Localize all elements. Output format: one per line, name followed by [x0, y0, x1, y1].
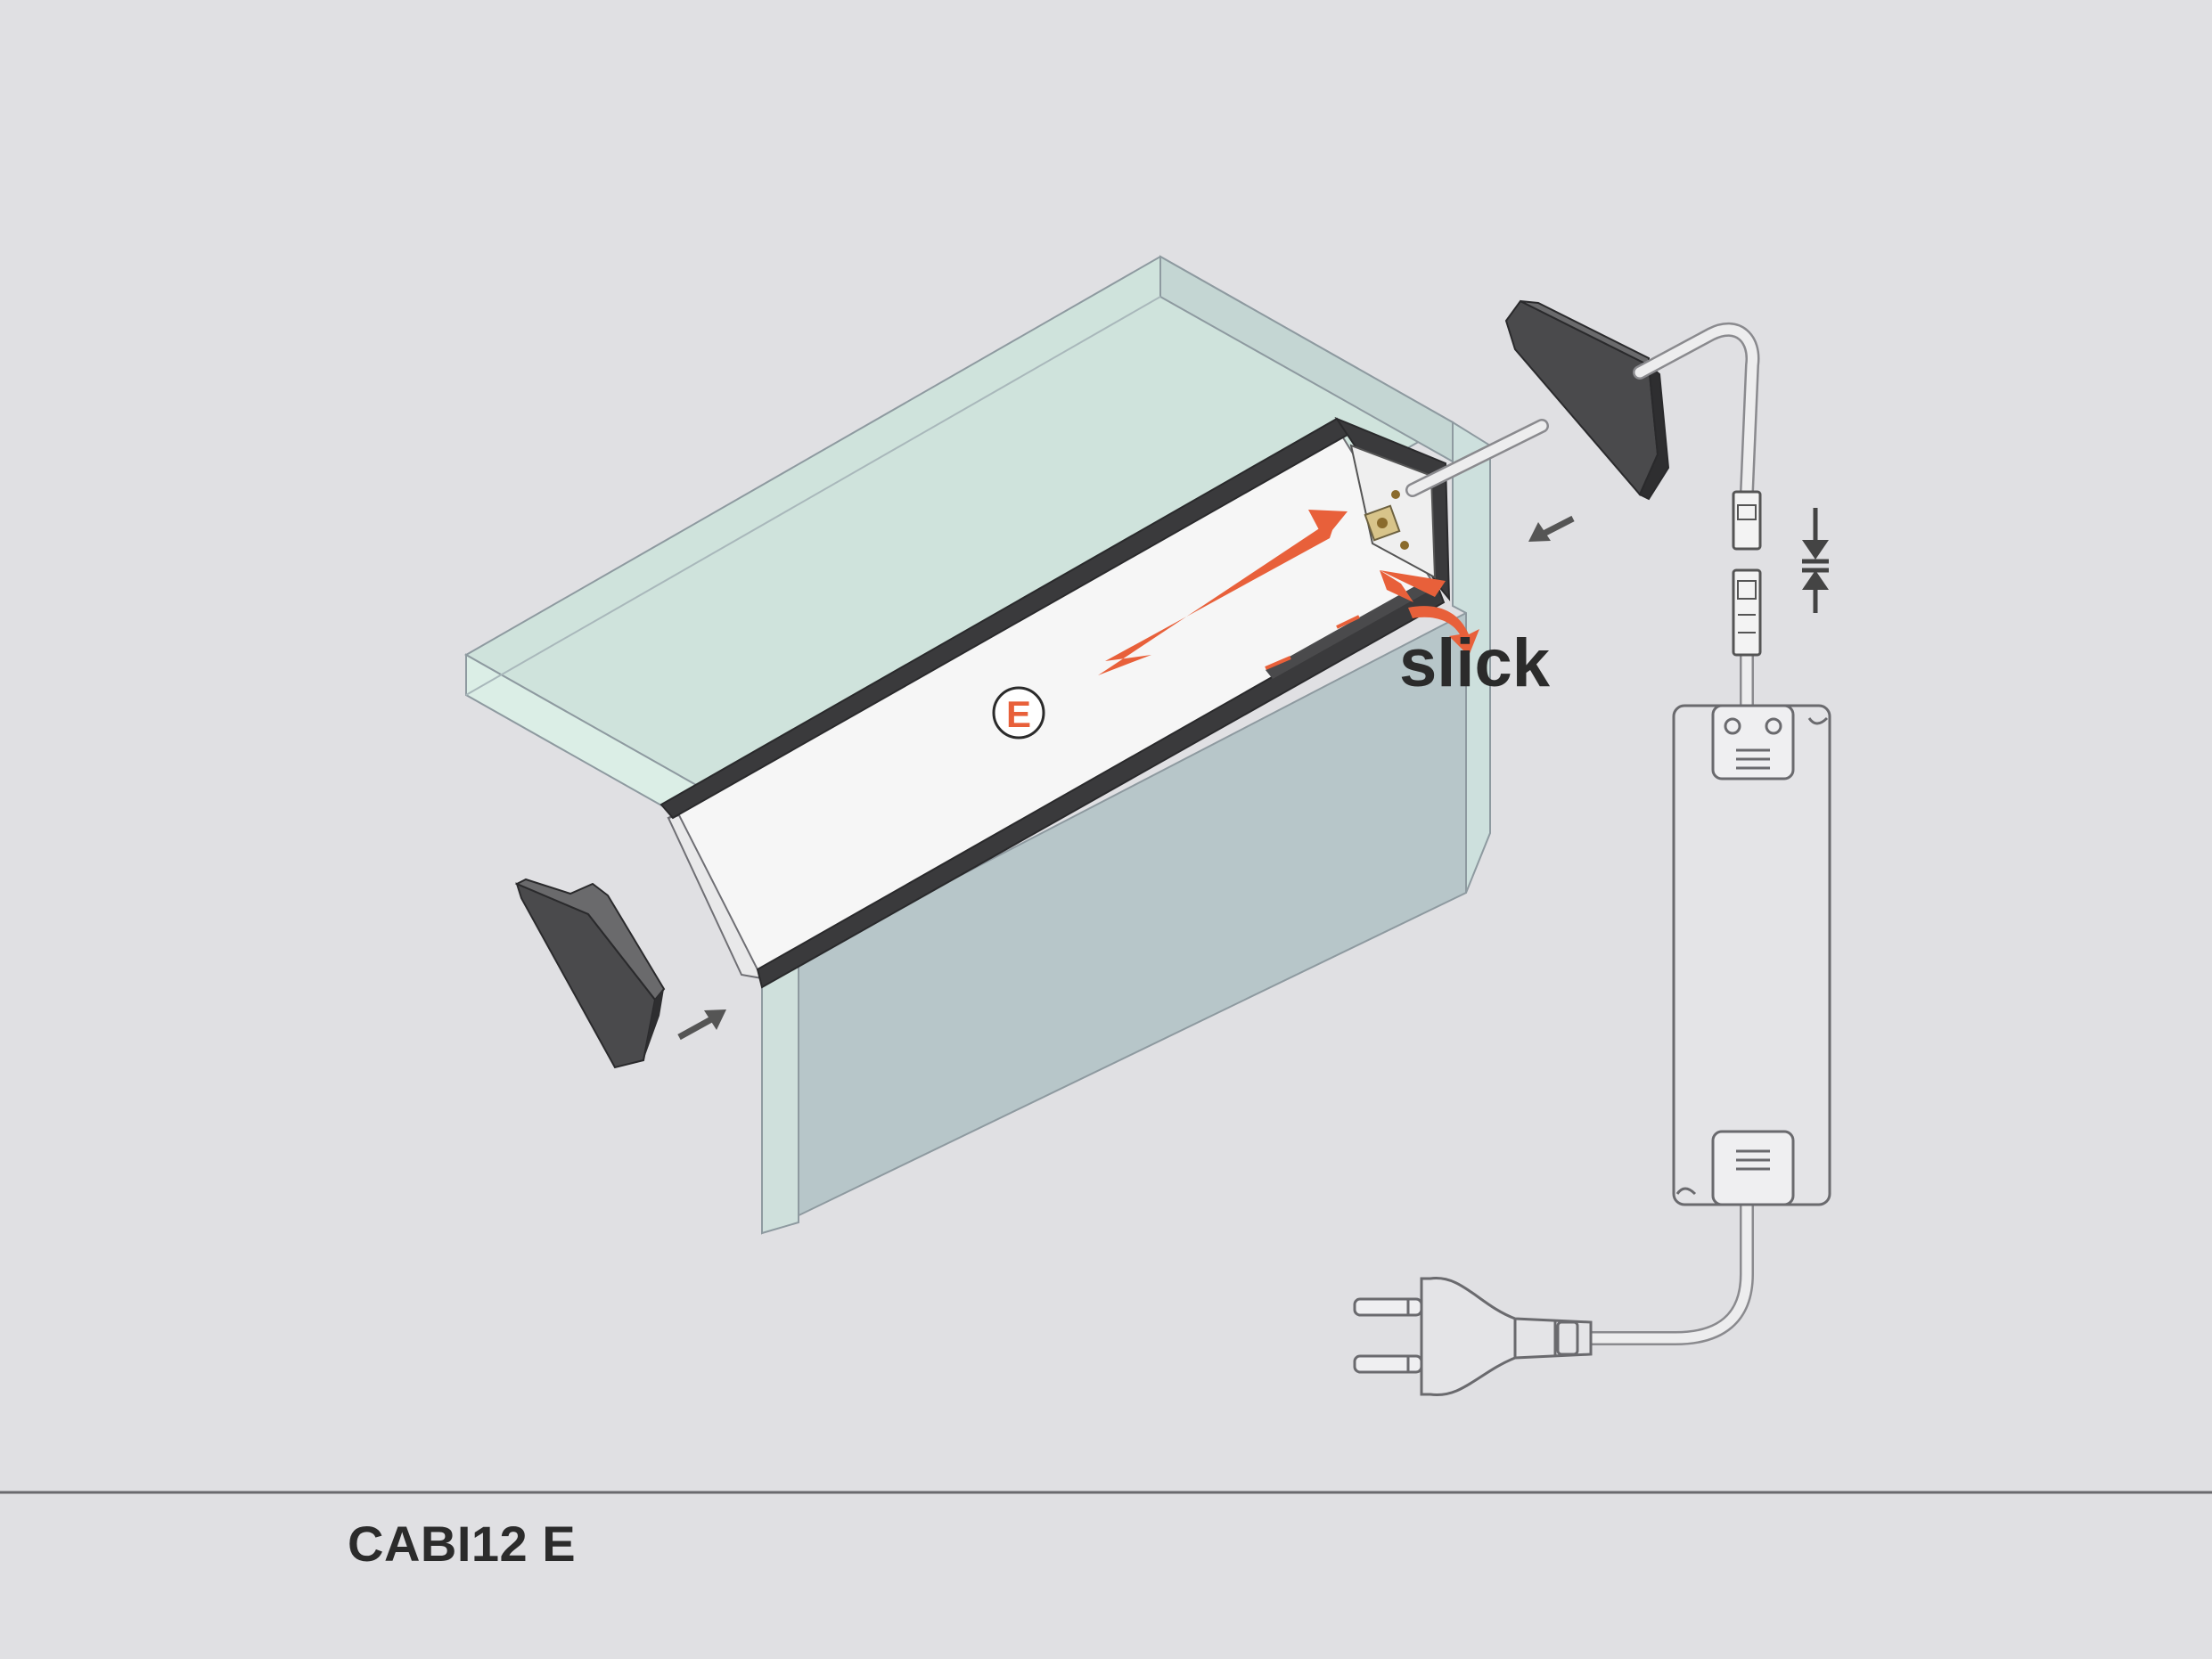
connect-arrows-icon: [1802, 508, 1829, 613]
glass-panels: [463, 255, 1491, 1235]
power-cable: [1405, 323, 1760, 1345]
corner-profile: [660, 416, 1451, 989]
eu-plug-icon: [1353, 1277, 1593, 1397]
light-arrow-down: [1380, 570, 1413, 602]
profile-marker-circle: [992, 686, 1045, 740]
profile-marker-label: E: [1006, 693, 1031, 735]
light-arrow-main: [1098, 517, 1337, 675]
profile-bottom-rail: [756, 582, 1446, 989]
light-arrows: [1098, 510, 1479, 675]
led-driver-icon: [1672, 704, 1831, 1206]
slick-swoosh-icon: [1408, 606, 1479, 656]
profile-marker: E: [992, 686, 1045, 740]
insert-arrow-icon: [677, 515, 1575, 1041]
end-cap-right-icon: [1504, 299, 1670, 501]
top-glass-right-edge: [1159, 255, 1454, 463]
brand-word: slick: [1399, 625, 1551, 701]
vertical-glass-edge: [761, 964, 799, 1235]
connector-icon: [1732, 490, 1762, 657]
product-caption: CABI12 E: [348, 1516, 577, 1572]
end-cap-left-icon: [514, 878, 666, 1069]
